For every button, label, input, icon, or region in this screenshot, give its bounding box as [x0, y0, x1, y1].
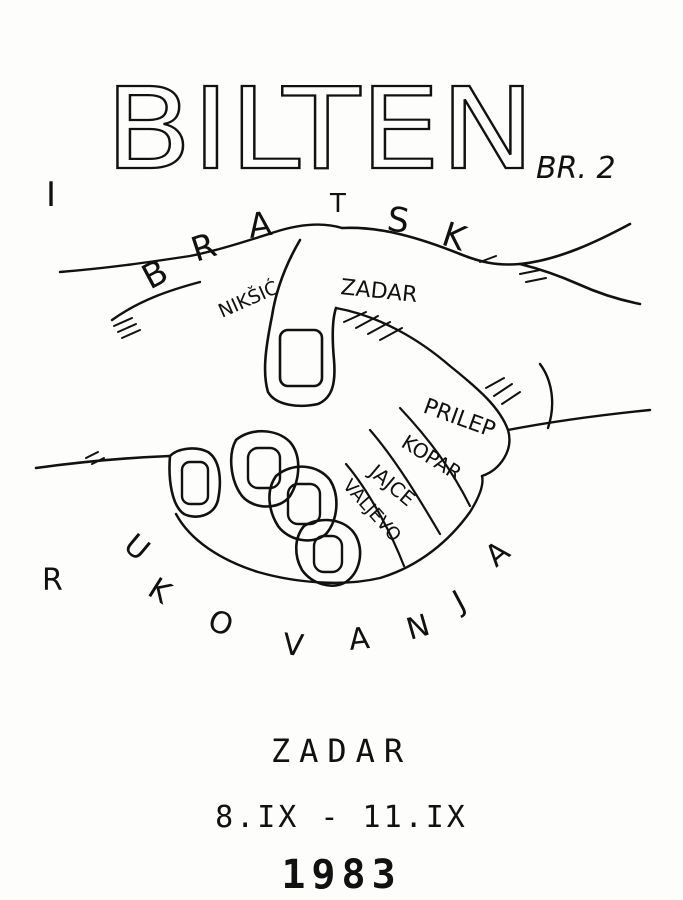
town-zadar: ZADAR	[339, 275, 418, 308]
motto-bottom-letter: A	[347, 621, 372, 658]
motto-bottom-letter: J	[446, 584, 472, 620]
motto-bottom-letter: N	[403, 608, 434, 648]
motto-bottom-letter: O	[203, 603, 238, 644]
motto-bottom-letter: K	[142, 571, 178, 612]
town-kopar: KOPAR	[397, 430, 466, 485]
bulletin-title: BILTEN	[105, 65, 535, 195]
motto-bottom-letter: A	[479, 534, 518, 574]
event-place: ZADAR	[270, 732, 413, 770]
town-prilep: PRILEP	[420, 394, 499, 443]
motto-bottom-letter: R	[42, 563, 63, 598]
motto-top-letter: I	[46, 175, 56, 215]
handshake-drawing	[34, 222, 652, 587]
event-dates: 8.IX - 11.IX	[215, 800, 468, 835]
motto-bottom-letter: U	[117, 527, 156, 568]
motto-top-letter: T	[329, 189, 346, 219]
issue-number: BR. 2	[536, 151, 616, 186]
event-year: 1983	[281, 852, 402, 898]
motto-bottom-letter: V	[281, 627, 306, 664]
motto-top-letter: R	[186, 225, 221, 270]
